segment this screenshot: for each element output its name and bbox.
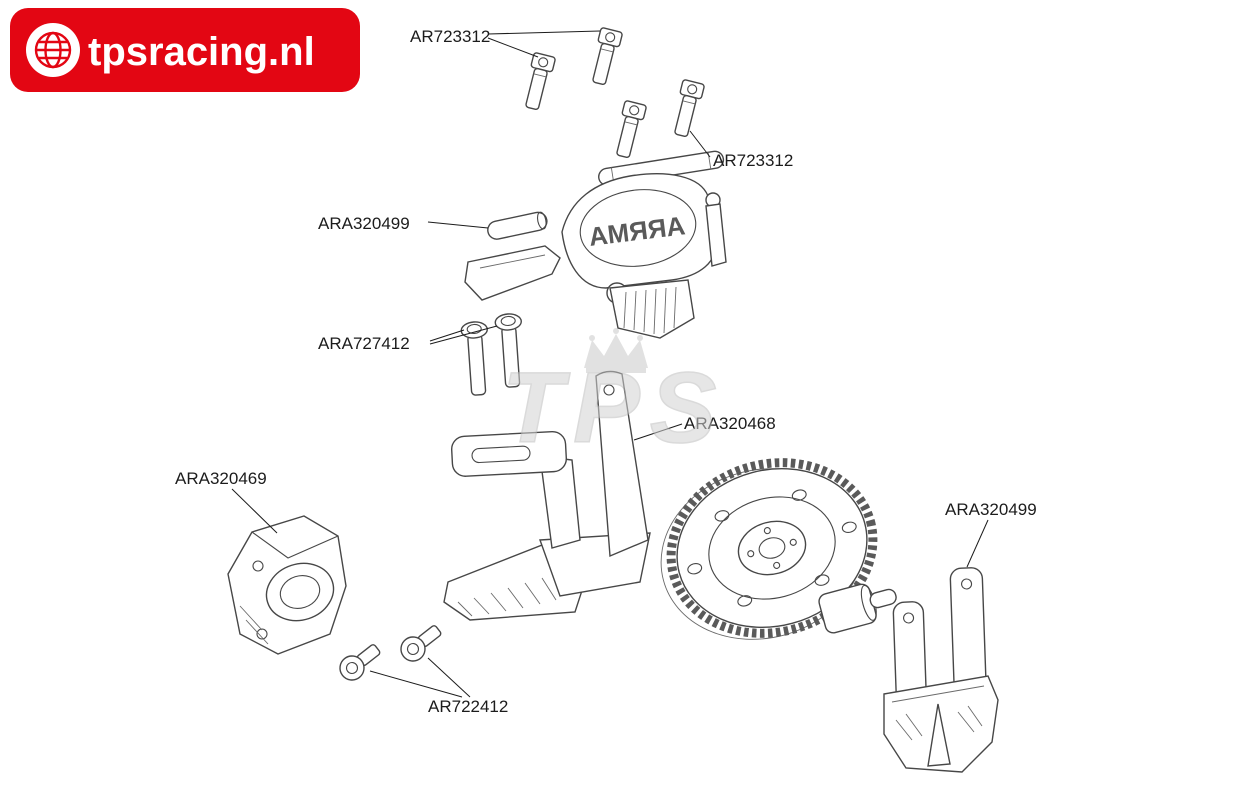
part-label-shoulder-screws: ARA727412 bbox=[318, 334, 410, 353]
clamp-bore bbox=[265, 562, 335, 622]
button-screw bbox=[339, 644, 381, 681]
gear-hub bbox=[737, 520, 807, 576]
button-screws-group bbox=[339, 625, 442, 681]
hinge-pin bbox=[487, 211, 548, 240]
cap-screw bbox=[674, 79, 705, 138]
cap-screw bbox=[525, 52, 556, 111]
base-hatching bbox=[895, 705, 983, 741]
leader-lines bbox=[231, 30, 989, 698]
part-label-top-screws-2: AR723312 bbox=[713, 151, 793, 170]
watermark-text: TPS bbox=[502, 352, 726, 464]
logo: tpsracing.nl bbox=[10, 8, 360, 92]
brace-frame-opening bbox=[579, 189, 697, 267]
button-screw bbox=[400, 625, 442, 662]
part-label-center-bracket: ARA320468 bbox=[684, 414, 776, 433]
bracket-hole bbox=[603, 384, 615, 396]
cap-screws-group bbox=[525, 27, 705, 159]
part-label-hinge-pin: ARA320499 bbox=[318, 214, 410, 233]
shoulder-screw bbox=[460, 321, 488, 396]
globe-icon-lines bbox=[34, 31, 72, 69]
right-gearbox-bracket bbox=[883, 567, 999, 773]
brace-blade bbox=[464, 245, 561, 301]
bracket-notch bbox=[927, 703, 951, 767]
gear-teeth bbox=[666, 458, 878, 638]
part-label-top-screws: AR723312 bbox=[410, 27, 490, 46]
brace-strut bbox=[705, 203, 727, 267]
cap-screw bbox=[592, 27, 623, 86]
top-brace-assembly: ARRMA bbox=[464, 150, 727, 339]
shoulder-screws-group bbox=[460, 313, 522, 396]
crown-icon bbox=[584, 328, 648, 373]
motor-clamp bbox=[227, 515, 347, 655]
bracket-hole bbox=[961, 578, 973, 590]
bracket-slot bbox=[471, 445, 531, 464]
logo-text: tpsracing.nl bbox=[88, 30, 315, 74]
diff-outdrive bbox=[818, 583, 897, 634]
part-label-button-screws: AR722412 bbox=[428, 697, 508, 716]
tps-watermark: TPS bbox=[501, 328, 726, 465]
part-label-motor-clamp: ARA320469 bbox=[175, 469, 267, 488]
center-gearbox-bracket bbox=[443, 370, 651, 621]
clamp-hatching bbox=[239, 605, 269, 645]
clamp-hatching bbox=[623, 286, 677, 335]
spur-gear-assembly bbox=[660, 458, 897, 640]
logo-background bbox=[10, 8, 360, 92]
brace-clamp bbox=[609, 279, 695, 339]
bracket-hole bbox=[903, 612, 915, 624]
base-hatching bbox=[457, 577, 557, 617]
cap-screw bbox=[616, 100, 647, 159]
shoulder-screw bbox=[494, 313, 522, 388]
part-label-right-bracket: ARA320499 bbox=[945, 500, 1037, 519]
